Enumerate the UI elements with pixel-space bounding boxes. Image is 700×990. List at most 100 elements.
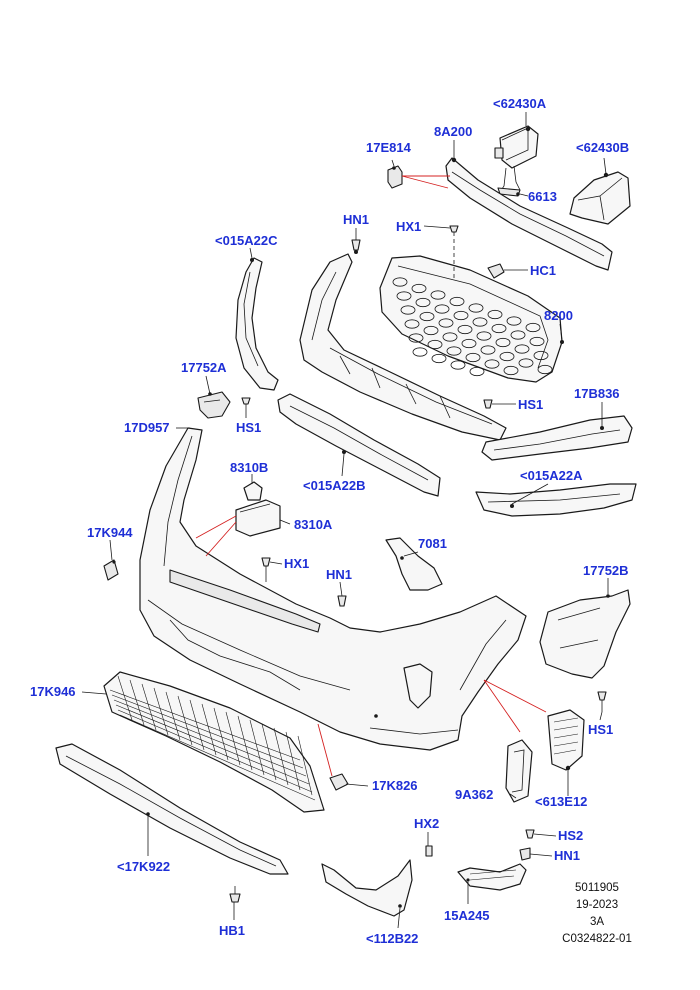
callout-6613: 6613 <box>528 189 557 204</box>
mesh-line <box>141 683 157 731</box>
grille-cell <box>518 358 534 368</box>
mesh-line <box>117 709 313 793</box>
callout-hx1-top: HX1 <box>396 219 421 234</box>
callout-hc1: HC1 <box>530 263 556 278</box>
screw-hs1-left <box>241 397 251 414</box>
grille-cell <box>487 309 503 320</box>
bezel-9a362 <box>505 739 533 803</box>
callout-17k826: 17K826 <box>372 778 418 793</box>
callout-8310a: 8310A <box>294 517 333 532</box>
grille-cell <box>442 332 458 342</box>
mesh-line <box>213 707 229 761</box>
screw-hs2 <box>525 829 535 839</box>
mesh-line <box>113 699 307 777</box>
bracket-7081 <box>385 537 443 591</box>
mesh-line <box>225 711 241 766</box>
bumper-cover <box>139 427 527 751</box>
grille-cell <box>412 347 428 357</box>
grille-cell <box>506 316 522 326</box>
cover-8310b <box>243 481 263 501</box>
bolt-hb1 <box>229 886 241 903</box>
grille-cell <box>472 317 488 327</box>
trim-strip-17b836 <box>481 415 633 461</box>
callout-17b836: 17B836 <box>574 386 620 401</box>
grille-cell <box>415 297 431 308</box>
callout-hn1-mid: HN1 <box>326 567 352 582</box>
mesh-line <box>201 703 217 756</box>
clip-hn1-mid <box>337 595 347 607</box>
callout-labels: <62430A 8A200 17E814 <62430B 6613 HN1 HX… <box>30 96 629 946</box>
grille-cell <box>525 322 541 333</box>
grille-cell <box>446 346 462 356</box>
callout-8a200: 8A200 <box>434 124 472 139</box>
clip-17e814 <box>387 165 403 189</box>
tow-cover-17k944 <box>103 559 119 581</box>
callout-9a362: 9A362 <box>455 787 493 802</box>
trim-strip-015a22c <box>235 257 279 391</box>
grille-cell <box>537 364 553 375</box>
bracket-15a245 <box>457 863 527 891</box>
clip-hn1-low <box>519 847 531 861</box>
callout-17e814: 17E814 <box>366 140 412 155</box>
callout-hn1-top: HN1 <box>343 212 369 227</box>
mesh-line <box>285 731 301 791</box>
grille-cell <box>469 366 485 377</box>
mesh-line <box>119 714 316 801</box>
grille-cell <box>450 360 466 370</box>
lower-grille-17k946 <box>103 671 325 813</box>
grille-cell <box>468 303 484 313</box>
mesh-line <box>273 727 289 786</box>
grille-cell <box>400 305 416 315</box>
grille-cell <box>438 318 454 328</box>
mesh-line <box>153 687 169 736</box>
grille-cell <box>461 338 477 349</box>
callout-015a22c: <015A22C <box>215 233 278 248</box>
reference-line-2: 19-2023 <box>576 899 618 911</box>
grille-cell <box>484 359 500 369</box>
grille-cell <box>434 304 450 314</box>
grille-cell <box>453 310 469 321</box>
fog-lamp-613e12 <box>547 709 585 771</box>
grille-cell <box>491 323 507 334</box>
sensor-62430a <box>494 125 539 169</box>
screw-hs1-right <box>597 691 607 712</box>
callout-hs1-mid: HS1 <box>518 397 543 412</box>
mesh-line <box>117 675 133 721</box>
radiator-grille-8200 <box>379 255 564 383</box>
grille-cell <box>404 319 420 329</box>
grille-cell <box>529 336 545 347</box>
mesh-line <box>165 691 181 741</box>
grille-cell <box>396 291 412 301</box>
grille-cell <box>408 333 424 343</box>
callout-17752b: 17752B <box>583 563 629 578</box>
leader-lines <box>81 112 609 929</box>
grille-cell <box>510 330 526 340</box>
grille-cell <box>533 350 549 361</box>
callout-hs1-right: HS1 <box>588 722 613 737</box>
callout-015a22b: <015A22B <box>303 478 366 493</box>
callout-15a245: 15A245 <box>444 908 490 923</box>
mesh-line <box>249 719 265 776</box>
callout-17d957: 17D957 <box>124 420 170 435</box>
screw-hx1-mid <box>261 557 271 582</box>
grille-cell <box>499 351 515 362</box>
guard-112b22 <box>321 859 413 917</box>
mesh-line <box>297 735 313 796</box>
callout-62430b: <62430B <box>576 140 629 155</box>
callout-7081: 7081 <box>418 536 447 551</box>
screw-hx1-top <box>449 225 459 280</box>
grille-cell <box>392 277 408 287</box>
reference-line-4: C0324822-01 <box>562 933 632 945</box>
callout-hs1-left: HS1 <box>236 420 261 435</box>
grille-cell <box>465 352 481 363</box>
mesh-line <box>177 695 193 746</box>
sensor-bracket-62430b <box>569 171 631 225</box>
mesh-line <box>189 699 205 751</box>
callout-hs2: HS2 <box>558 828 583 843</box>
grille-cell <box>503 365 519 376</box>
bracket-17752b <box>539 589 631 679</box>
callout-8200: 8200 <box>544 308 573 323</box>
grille-cell <box>449 296 465 307</box>
screw-hs1-mid <box>483 399 493 409</box>
grille-cell <box>431 353 447 364</box>
